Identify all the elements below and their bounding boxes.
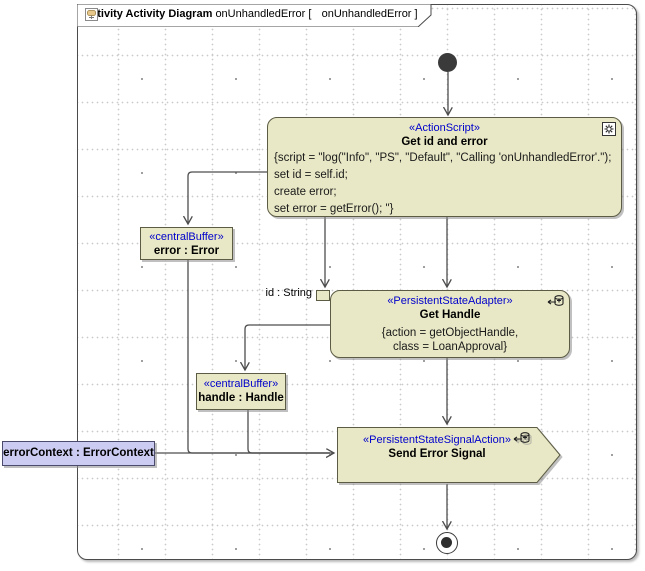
- action-script-body-line: create error;: [274, 186, 337, 198]
- frame-heading-shape: [77, 4, 432, 27]
- get-handle-node[interactable]: «PersistentStateAdapter» Get Handle {act…: [330, 290, 570, 358]
- edge-handle-buffer-to-send-signal[interactable]: [247, 410, 330, 454]
- handle-buffer-stereotype: «centralBuffer»: [203, 378, 279, 390]
- edge-get-handle-to-handle-buffer[interactable]: [245, 324, 330, 370]
- error-context-parameter-node[interactable]: errorContext : ErrorContext: [2, 441, 155, 466]
- action-script-stereotype: «ActionScript»: [409, 122, 480, 134]
- input-pin[interactable]: [316, 290, 330, 301]
- get-handle-stereotype: «PersistentStateAdapter»: [387, 295, 513, 307]
- frame-heading-ref: onUnhandledError: [321, 8, 412, 20]
- final-node-dot: [441, 537, 452, 548]
- persistent-state-icon: [512, 432, 530, 451]
- edge-actionscript-to-error-buffer[interactable]: [188, 171, 267, 224]
- final-node[interactable]: [436, 532, 458, 554]
- send-signal-name: Send Error Signal: [388, 448, 486, 460]
- gear-icon: [602, 122, 616, 141]
- send-signal-shape: [337, 427, 561, 483]
- action-script-body-line: set id = self.id;: [274, 169, 348, 181]
- frame-heading-close: ]: [414, 8, 418, 20]
- send-signal-stereotype: «PersistentStateSignalAction»: [363, 434, 511, 446]
- frame-heading-name: onUnhandledError [: [215, 8, 312, 20]
- input-pin-label: id : String: [265, 287, 312, 299]
- persistent-state-icon: [546, 295, 564, 314]
- handle-buffer-name: handle : Handle: [198, 392, 284, 404]
- action-script-body-line: {script = "log("Info", "PS", "Default", …: [274, 152, 612, 164]
- error-buffer-node[interactable]: «centralBuffer» error : Error: [140, 227, 233, 260]
- action-script-name: Get id and error: [401, 136, 488, 148]
- frame-heading-text: activity Activity Diagram onUnhandledErr…: [85, 8, 418, 21]
- error-buffer-stereotype: «centralBuffer»: [149, 231, 224, 243]
- handle-buffer-node[interactable]: «centralBuffer» handle : Handle: [196, 373, 286, 410]
- frame-heading-keyword: activity Activity Diagram: [85, 8, 213, 20]
- send-signal-node[interactable]: «PersistentStateSignalAction» Send Error…: [337, 427, 562, 484]
- activity-frame[interactable]: [77, 4, 637, 560]
- get-handle-body-line: {action = getObjectHandle,: [381, 327, 519, 339]
- initial-node[interactable]: [438, 53, 457, 72]
- edge-error-buffer-to-send-signal[interactable]: [187, 260, 330, 454]
- action-script-body-line: set error = getError(); "}: [274, 203, 394, 215]
- frame-heading[interactable]: activity Activity Diagram onUnhandledErr…: [77, 4, 433, 27]
- error-buffer-name: error : Error: [153, 245, 220, 257]
- get-handle-name: Get Handle: [419, 309, 481, 321]
- action-script-node[interactable]: «ActionScript» Get id and error {script …: [267, 117, 622, 217]
- get-handle-body-line: class = LoanApproval}: [392, 341, 508, 353]
